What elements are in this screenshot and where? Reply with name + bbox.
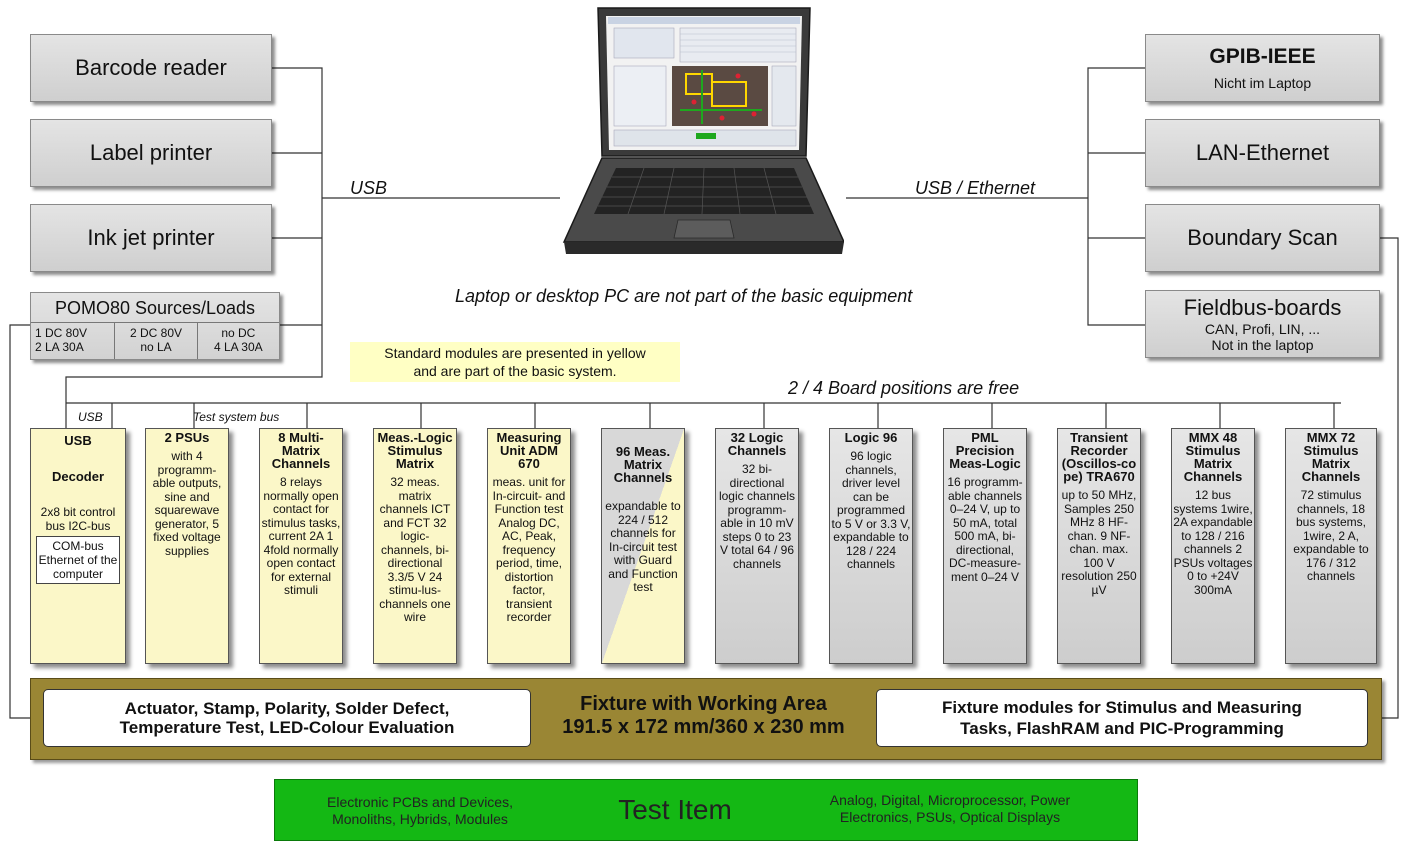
test-item-bar: Electronic PCBs and Devices, Monoliths, …: [274, 779, 1138, 841]
module-multi-matrix: 8 Multi-Matrix Channels 8 relays normall…: [259, 428, 343, 664]
pomo-cell: 1 DC 80V 2 LA 30A: [31, 323, 116, 359]
module-title: MMX 72 Stimulus Matrix Channels: [1301, 430, 1361, 484]
standard-note-line: and are part of the basic system.: [413, 363, 617, 379]
test-item-title: Test Item: [618, 794, 732, 825]
gpib-title: GPIB-IEEE: [1209, 45, 1316, 68]
standard-note-line: Standard modules are presented in yellow: [384, 345, 646, 361]
module-body: 96 logic channels, driver level can be p…: [831, 449, 911, 571]
usb-decoder-module: USB Decoder 2x8 bit control bus I2C-bus …: [30, 428, 126, 664]
inkjet-printer-box: Ink jet printer: [30, 204, 272, 272]
test-system-bus-label: Test system bus: [193, 410, 280, 424]
inkjet-printer-label: Ink jet printer: [87, 225, 215, 250]
fixture-left-box: Actuator, Stamp, Polarity, Solder Defect…: [43, 689, 531, 747]
pomo-cell-line: 2 LA 30A: [35, 340, 84, 354]
boundary-scan-label: Boundary Scan: [1187, 225, 1338, 250]
usb-decoder-subtitle: Decoder: [51, 468, 105, 484]
fieldbus-boards-box: Fieldbus-boards CAN, Profi, LIN, ... Not…: [1145, 290, 1380, 358]
module-body: 32 meas. matrix channels ICT and FCT 32 …: [379, 475, 451, 624]
standard-modules-note: Standard modules are presented in yellow…: [350, 342, 680, 382]
label-printer-label: Label printer: [89, 140, 213, 165]
test-item-right-text: Analog, Digital, Microprocessor, Power E…: [829, 792, 1071, 825]
usb-decoder-body: 2x8 bit control bus I2C-bus: [40, 505, 116, 533]
module-meas-logic-stimulus: Meas.-Logic Stimulus Matrix 32 meas. mat…: [373, 428, 457, 664]
module-transient-recorder: Transient Recorder (Oscillos-co pe) TRA6…: [1057, 428, 1141, 664]
module-title: MMX 48 Stimulus Matrix Channels: [1183, 430, 1243, 484]
module-pml-precision: PML Precision Meas-Logic 16 programm-abl…: [943, 428, 1027, 664]
board-positions-note: 2 / 4 Board positions are free: [788, 378, 1020, 398]
usb-bus-label: USB: [78, 410, 103, 424]
fixture-right-box: Fixture modules for Stimulus and Measuri…: [876, 689, 1368, 747]
module-body: meas. unit for In-circuit- and Function …: [492, 475, 566, 624]
fieldbus-sub-line: Not in the laptop: [1211, 337, 1314, 353]
gpib-ieee-box: GPIB-IEEE Nicht im Laptop: [1145, 34, 1380, 102]
module-logic-96: Logic 96 96 logic channels, driver level…: [829, 428, 913, 664]
pc-not-included-note: Laptop or desktop PC are not part of the…: [455, 286, 913, 306]
module-mmx-72: MMX 72 Stimulus Matrix Channels 72 stimu…: [1285, 428, 1377, 664]
fieldbus-sub-line: CAN, Profi, LIN, ...: [1204, 321, 1321, 337]
module-title: Logic 96: [844, 430, 898, 445]
pomo-sources-loads-box: POMO80 Sources/Loads 1 DC 80V 2 LA 30A 2…: [30, 292, 280, 360]
module-title: 8 Multi-Matrix Channels: [271, 430, 331, 471]
module-body: 32 bi-directional logic channels program…: [718, 462, 796, 571]
module-body: expandable to 224 / 512 channels for In-…: [605, 499, 681, 594]
laptop-illustration: [562, 7, 844, 254]
module-mmx-48: MMX 48 Stimulus Matrix Channels 12 bus s…: [1171, 428, 1255, 664]
module-title: 2 PSUs: [164, 430, 210, 445]
module-title: PML Precision Meas-Logic: [949, 430, 1021, 471]
module-body: up to 50 MHz, Samples 250 MHz 8 HF-chan.…: [1061, 488, 1137, 597]
module-body: 8 relays normally open contact for stimu…: [261, 475, 341, 597]
module-body: 72 stimulus channels, 18 bus systems, 1w…: [1293, 488, 1369, 583]
pomo-cell: no DC 4 LA 30A: [198, 323, 279, 359]
module-title: Measuring Unit ADM 670: [496, 430, 562, 471]
fixture-bar: Actuator, Stamp, Polarity, Solder Defect…: [30, 678, 1382, 760]
module-32-logic: 32 Logic Channels 32 bi-directional logi…: [715, 428, 799, 664]
usb-ethernet-connection-label: USB / Ethernet: [915, 178, 1036, 198]
module-title: 96 Meas. Matrix Channels: [613, 444, 673, 485]
barcode-reader-box: Barcode reader: [30, 34, 272, 102]
lan-ethernet-box: LAN-Ethernet: [1145, 119, 1380, 187]
module-body: 16 programm-able channels 0–24 V, up to …: [947, 475, 1023, 584]
gpib-subtitle: Nicht im Laptop: [1213, 75, 1312, 91]
usb-connection-label: USB: [350, 178, 388, 198]
test-item-left-text: Electronic PCBs and Devices, Monoliths, …: [327, 794, 513, 827]
pomo-cell: 2 DC 80V no LA: [115, 323, 198, 359]
module-title: Meas.-Logic Stimulus Matrix: [377, 430, 453, 471]
pomo-cell-line: 1 DC 80V: [35, 326, 88, 340]
boundary-scan-box: Boundary Scan: [1145, 204, 1380, 272]
module-96-meas-matrix: 96 Meas. Matrix Channels expandable to 2…: [601, 428, 685, 664]
label-printer-box: Label printer: [30, 119, 272, 187]
lan-ethernet-label: LAN-Ethernet: [1195, 140, 1330, 165]
module-title: Transient Recorder (Oscillos-co pe) TRA6…: [1061, 430, 1137, 484]
pomo-title: POMO80 Sources/Loads: [31, 293, 279, 323]
module-2-psus: 2 PSUs with 4 programm-able outputs, sin…: [145, 428, 229, 664]
pomo-cell-line: 2 DC 80V: [129, 326, 182, 340]
usb-decoder-title: USB: [64, 433, 92, 448]
pomo-cells: 1 DC 80V 2 LA 30A 2 DC 80V no LA no DC 4…: [31, 323, 279, 359]
module-body: 12 bus systems 1wire, 2A expandable to 1…: [1173, 488, 1253, 597]
barcode-reader-label: Barcode reader: [75, 55, 227, 80]
module-title: 32 Logic Channels: [727, 430, 787, 458]
module-measuring-unit: Measuring Unit ADM 670 meas. unit for In…: [487, 428, 571, 664]
module-body: with 4 programm-able outputs, sine and s…: [152, 449, 222, 558]
pomo-cell-line: 4 LA 30A: [213, 340, 263, 354]
fieldbus-title: Fieldbus-boards: [1183, 295, 1342, 320]
usb-decoder-inner-box: COM-bus Ethernet of the computer: [36, 536, 120, 584]
pomo-cell-line: no DC: [221, 326, 256, 340]
pomo-cell-line: no LA: [140, 340, 172, 354]
fixture-working-area: Fixture with Working Area 191.5 x 172 mm…: [562, 693, 845, 738]
